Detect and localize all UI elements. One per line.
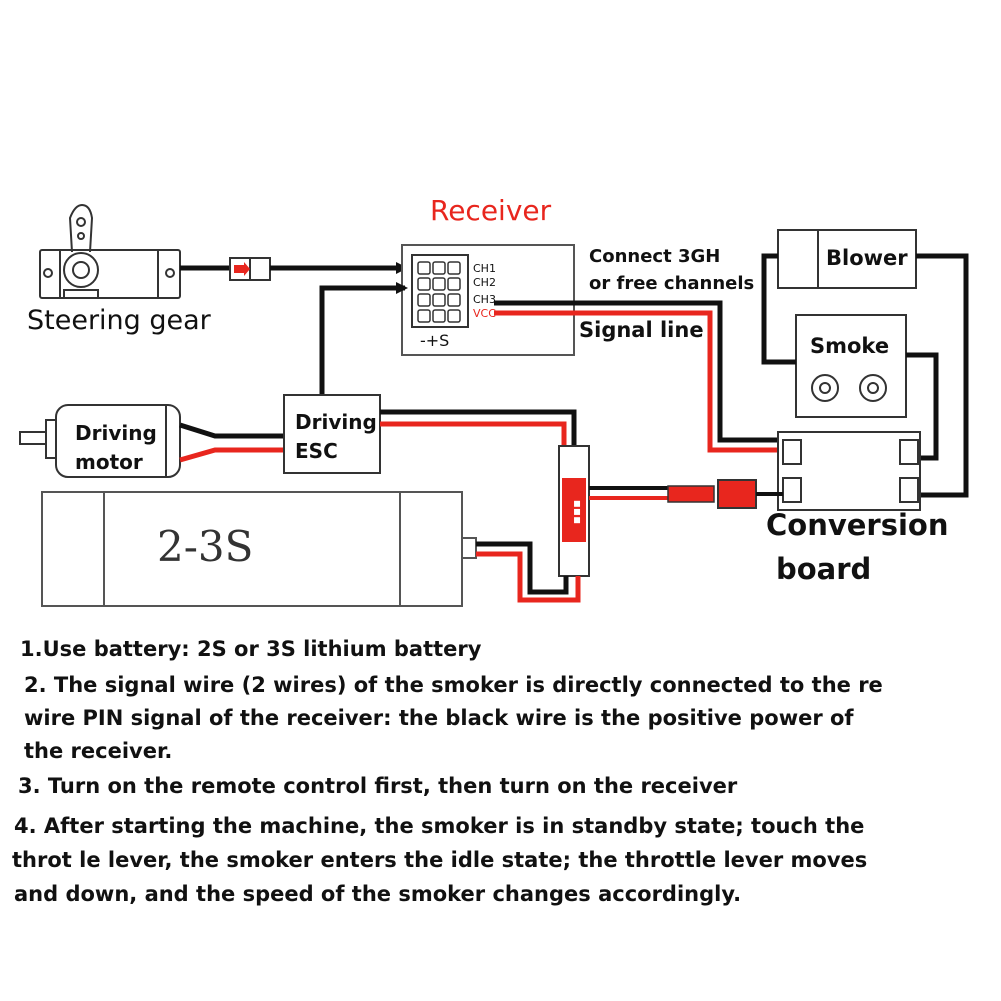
note-2-line-3: the receiver. xyxy=(24,739,173,763)
note-2-line-1: 2. The signal wire (2 wires) of the smok… xyxy=(24,673,883,697)
smoke-box xyxy=(795,314,907,418)
driving-esc-label-2: ESC xyxy=(295,439,338,463)
xt-connector-left xyxy=(667,485,715,503)
connect-label-1: Connect 3GH xyxy=(589,246,721,267)
steering-gear-label: Steering gear xyxy=(27,305,211,336)
battery-pack xyxy=(41,491,477,607)
conversion-board-label-2: board xyxy=(776,552,872,586)
xt-connector-right xyxy=(717,479,757,509)
servo-connector xyxy=(229,257,271,281)
driving-motor-label-1: Driving xyxy=(75,421,157,445)
signal-line-label: Signal line xyxy=(579,318,704,342)
ch2-label: CH2 xyxy=(473,276,496,289)
driving-motor-label-2: motor xyxy=(75,450,143,474)
receiver-box xyxy=(401,244,575,356)
conversion-board xyxy=(777,431,921,511)
smoke-label: Smoke xyxy=(810,334,890,358)
blower-label: Blower xyxy=(826,246,908,270)
note-4-line-3: and down, and the speed of the smoker ch… xyxy=(14,882,742,906)
ch1-label: CH1 xyxy=(473,262,496,275)
note-1: 1.Use battery: 2S or 3S lithium battery xyxy=(20,637,482,661)
polarity-label: -+S xyxy=(420,331,450,350)
conversion-board-label-1: Conversion xyxy=(766,508,949,542)
note-3: 3. Turn on the remote control first, the… xyxy=(18,774,738,798)
receiver-title: Receiver xyxy=(430,194,552,227)
note-2-line-2: wire PIN signal of the receiver: the bla… xyxy=(24,706,854,730)
connect-label-2: or free channels xyxy=(589,273,755,294)
svg-text:▪▪▪: ▪▪▪ xyxy=(571,500,585,524)
y-connector: ▪▪▪ xyxy=(558,445,590,577)
note-4-line-1: 4. After starting the machine, the smoke… xyxy=(14,814,865,838)
driving-motor xyxy=(19,404,181,478)
ch3-label: CH3 xyxy=(473,293,496,306)
wiring-diagram: ▪▪▪ xyxy=(19,203,969,607)
note-4-line-2: throt le lever, the smoker enters the id… xyxy=(12,848,868,872)
steering-gear-servo xyxy=(39,203,181,299)
battery-label: 2-3S xyxy=(157,522,254,571)
vcc-label: VCC xyxy=(473,307,496,320)
blower-box xyxy=(777,229,917,289)
driving-esc-box xyxy=(283,394,381,474)
driving-esc-label-1: Driving xyxy=(295,410,377,434)
